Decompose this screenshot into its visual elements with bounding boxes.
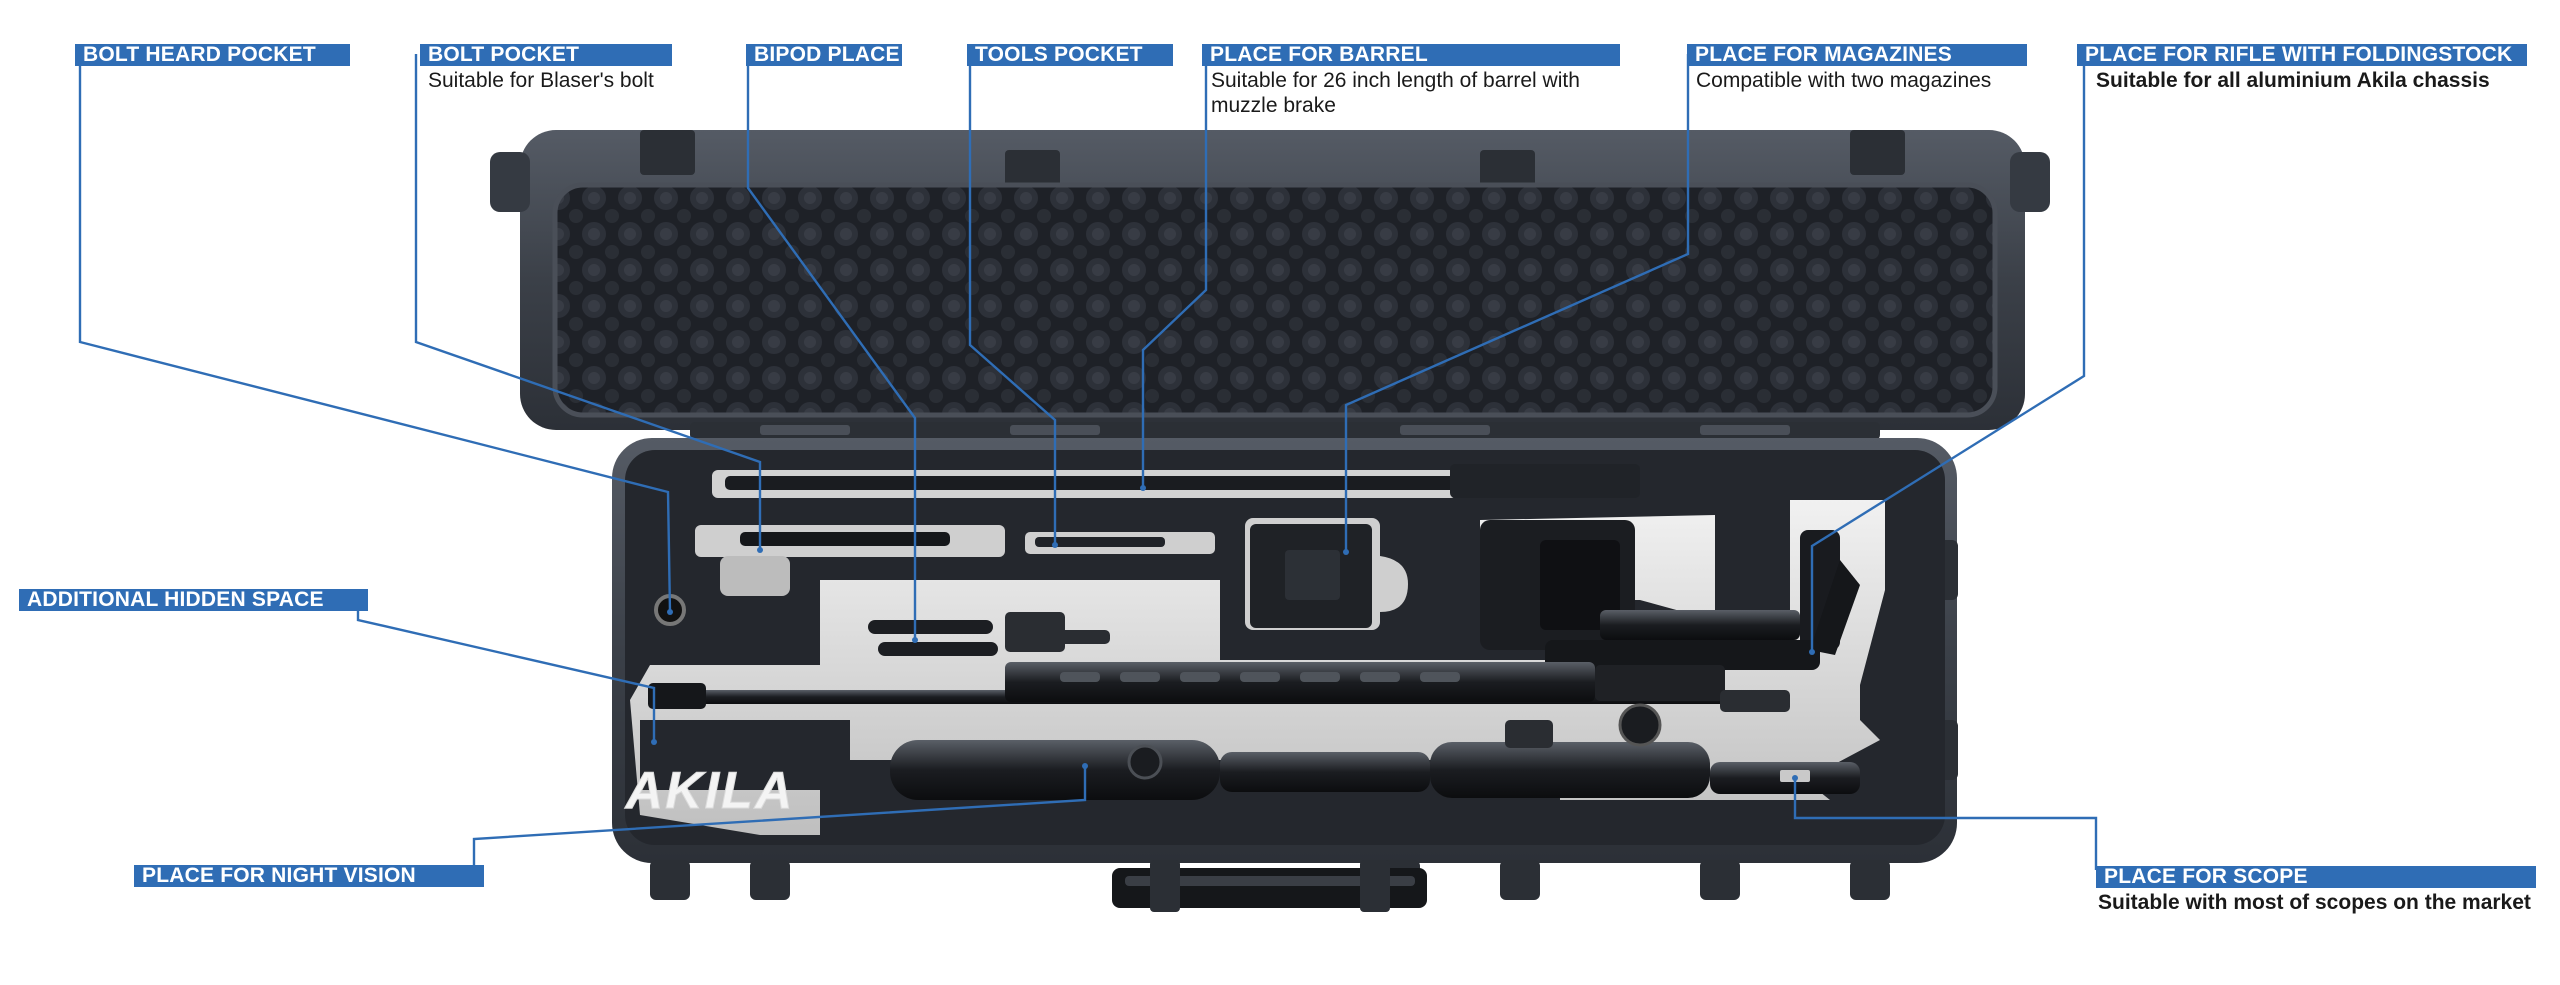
bipod [868, 612, 1110, 656]
leader-place-for-scope [1793, 778, 2098, 870]
callout-bolt-pocket-desc: Suitable for Blaser's bolt [428, 69, 654, 92]
akila-logo: AKILA [624, 762, 795, 820]
rifle-chassis [648, 520, 1860, 712]
case-lid [490, 130, 2050, 430]
callout-tools-pocket: TOOLS POCKET [967, 44, 1173, 66]
callout-place-for-magazines: PLACE FOR MAGAZINES [1687, 44, 2027, 66]
leader-place-for-magazines [1344, 54, 1690, 552]
leader-place-for-rifle [1810, 54, 2086, 652]
callout-bolt-pocket: BOLT POCKET [420, 44, 672, 66]
callout-place-for-night-vision: PLACE FOR NIGHT VISION [134, 865, 484, 887]
callout-place-for-magazines-desc: Compatible with two magazines [1696, 69, 1992, 92]
leader-bolt-head-pocket [78, 54, 672, 613]
callout-place-for-scope-desc: Suitable with most of scopes on the mark… [2098, 891, 2531, 914]
leader-additional-hidden-space [356, 611, 656, 742]
callout-bolt-head-pocket: BOLT HEARD POCKET [75, 44, 350, 66]
callout-place-for-rifle-desc: Suitable for all aluminium Akila chassis [2096, 69, 2490, 92]
callout-bipod-place: BIPOD PLACE [746, 44, 902, 66]
callout-place-for-barrel: PLACE FOR BARREL [1202, 44, 1620, 66]
leader-place-for-barrel [1141, 54, 1208, 488]
leader-tools-pocket [968, 54, 1057, 545]
callout-place-for-rifle: PLACE FOR RIFLE WITH FOLDINGSTOCK [2077, 44, 2527, 66]
callout-place-for-barrel-desc-2: muzzle brake [1211, 94, 1336, 117]
scope [890, 703, 1860, 800]
callout-place-for-scope: PLACE FOR SCOPE [2096, 866, 2536, 888]
leader-place-for-night-vision [472, 766, 1087, 865]
callout-additional-hidden-space: ADDITIONAL HIDDEN SPACE [19, 589, 368, 611]
callout-place-for-barrel-desc-1: Suitable for 26 inch length of barrel wi… [1211, 69, 1580, 92]
leader-bolt-pocket [414, 54, 762, 550]
leader-bipod-place [746, 54, 917, 640]
